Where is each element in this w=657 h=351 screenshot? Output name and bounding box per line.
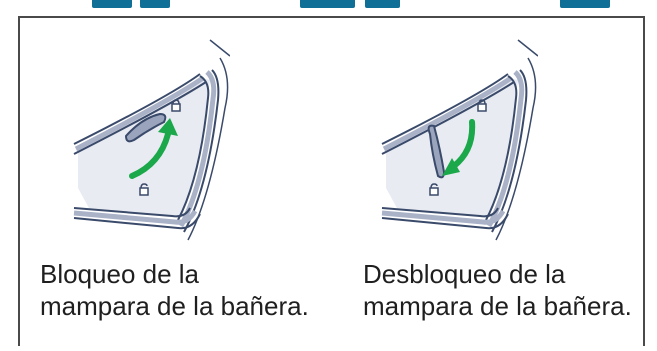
lock-caption-line1: Bloqueo de la [40, 259, 200, 289]
padlock-closed-icon [171, 99, 181, 112]
shower-screen-lock-icon [73, 39, 230, 241]
unlock-caption: Desbloqueo de la mampara de la bañera. [363, 258, 632, 322]
lock-caption-line2: mampara de la bañera. [40, 291, 309, 321]
lock-caption: Bloqueo de la mampara de la bañera. [40, 258, 309, 322]
padlock-closed-icon [477, 99, 487, 112]
green-curved-arrow-icon [442, 119, 476, 176]
padlock-open-icon [429, 183, 439, 196]
unlock-caption-line2: mampara de la bañera. [363, 291, 632, 321]
shower-screen-unlock-icon [381, 39, 538, 241]
cropped-title-bar [0, 0, 657, 14]
green-curved-arrow-icon [129, 118, 178, 179]
unlock-caption-line1: Desbloqueo de la [363, 259, 566, 289]
padlock-open-icon [139, 183, 149, 196]
